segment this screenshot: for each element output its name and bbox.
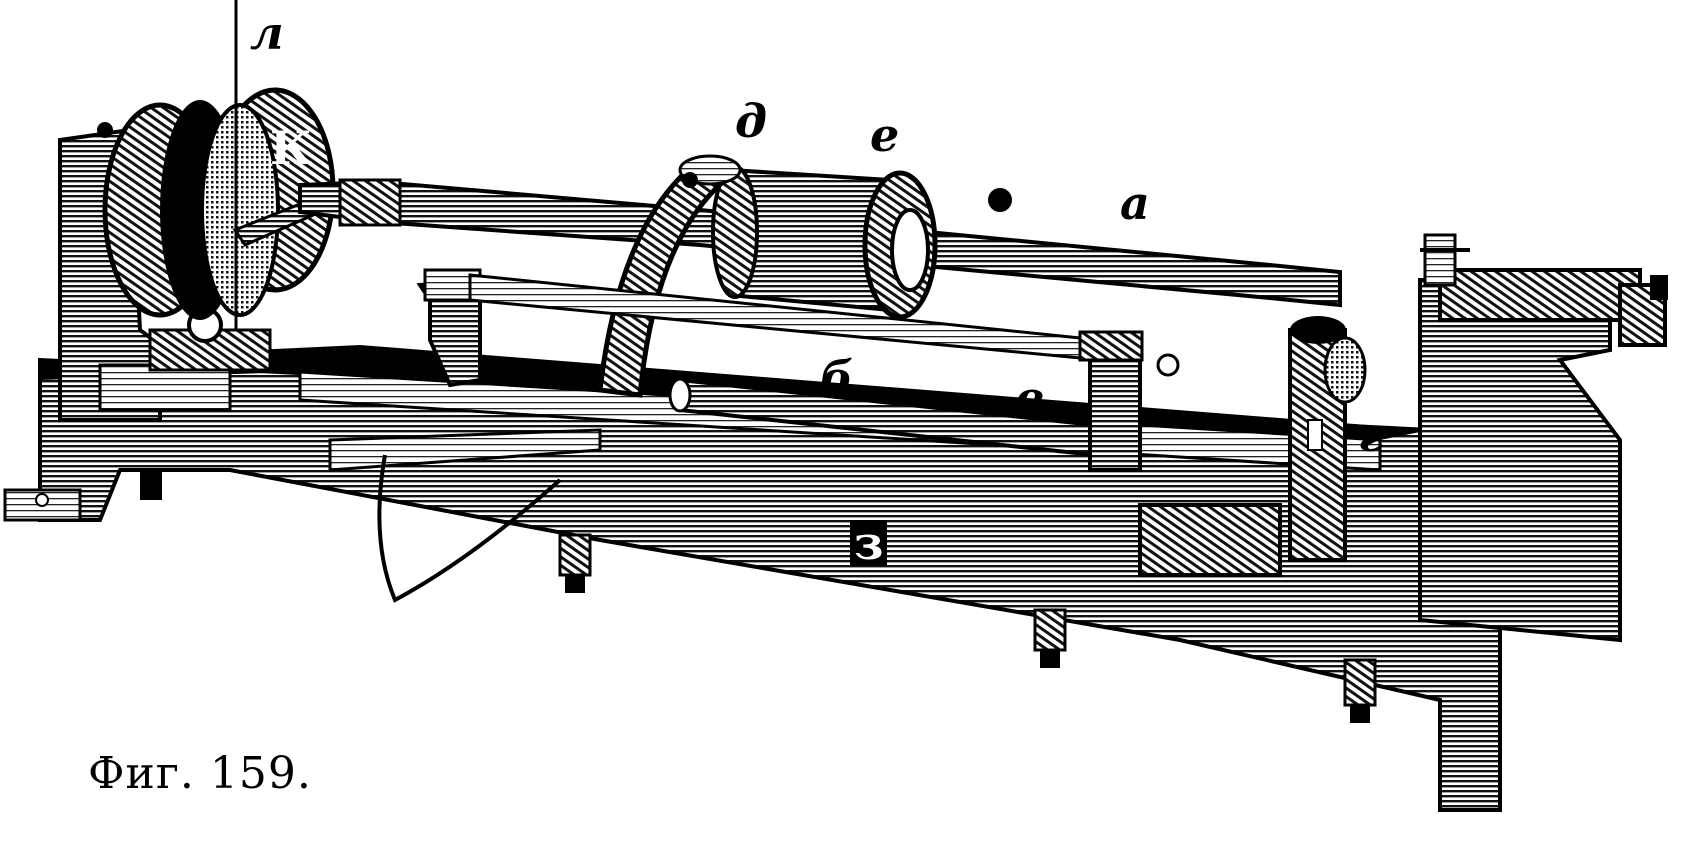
curved-guide bbox=[597, 154, 742, 398]
label-a: а bbox=[1120, 176, 1150, 230]
left-headstock bbox=[58, 122, 272, 422]
lower-rod-assembly bbox=[328, 268, 1282, 603]
label-e: е bbox=[870, 108, 900, 162]
label-l: л bbox=[250, 6, 284, 60]
label-g: г bbox=[1358, 408, 1384, 462]
faceplate-discs bbox=[102, 0, 336, 330]
label-d: д bbox=[735, 94, 767, 148]
label-k: К bbox=[270, 121, 312, 175]
right-tailstock bbox=[1418, 233, 1668, 643]
label-b: б bbox=[820, 351, 854, 405]
bobbin-drum bbox=[711, 165, 1012, 320]
label-z: з bbox=[850, 520, 888, 566]
figure-caption: Фиг. 159. bbox=[88, 748, 312, 799]
label-v: в bbox=[1015, 371, 1046, 425]
tool-post bbox=[1288, 316, 1367, 562]
